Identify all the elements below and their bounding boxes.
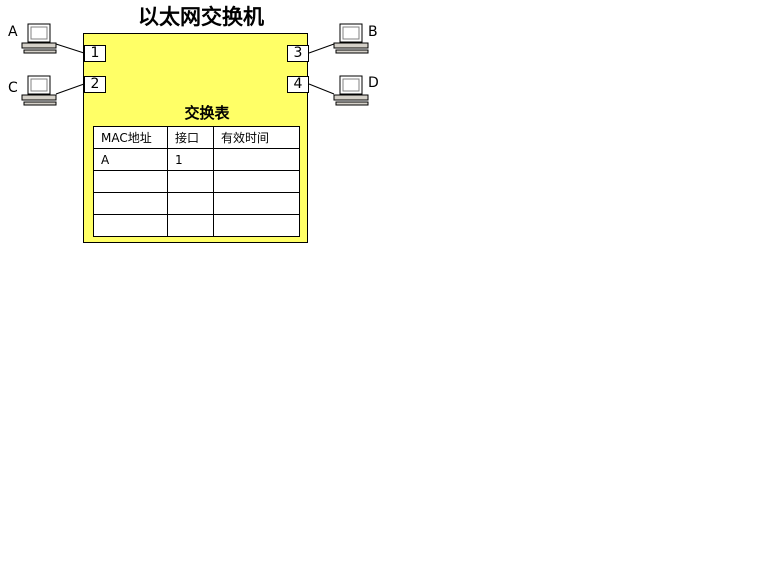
link-c-port-2 <box>55 83 85 95</box>
port-1: 1 <box>84 45 106 62</box>
table-cell <box>213 214 300 237</box>
link-a-port-1 <box>55 43 85 54</box>
computer-icon <box>21 23 57 54</box>
computer-icon <box>21 75 57 106</box>
table-row <box>93 192 300 215</box>
link-b-port-3 <box>308 43 335 54</box>
computer-icon <box>333 75 369 106</box>
table-row <box>93 170 300 193</box>
port-3: 3 <box>287 45 309 62</box>
switch-table-title: 交换表 <box>184 104 230 122</box>
host-label-a: A <box>8 24 18 40</box>
header-valid-time: 有效时间 <box>213 126 300 149</box>
switch-table: MAC地址 接口 有效时间 A 1 <box>93 126 300 237</box>
host-label-c: C <box>8 80 18 96</box>
host-label-b: B <box>368 24 378 40</box>
switch-title: 以太网交换机 <box>138 5 264 29</box>
host-label-d: D <box>368 75 379 91</box>
link-d-port-4 <box>308 83 335 95</box>
port-4: 4 <box>287 76 309 93</box>
computer-icon <box>333 23 369 54</box>
table-row <box>93 214 300 237</box>
port-2: 2 <box>84 76 106 93</box>
